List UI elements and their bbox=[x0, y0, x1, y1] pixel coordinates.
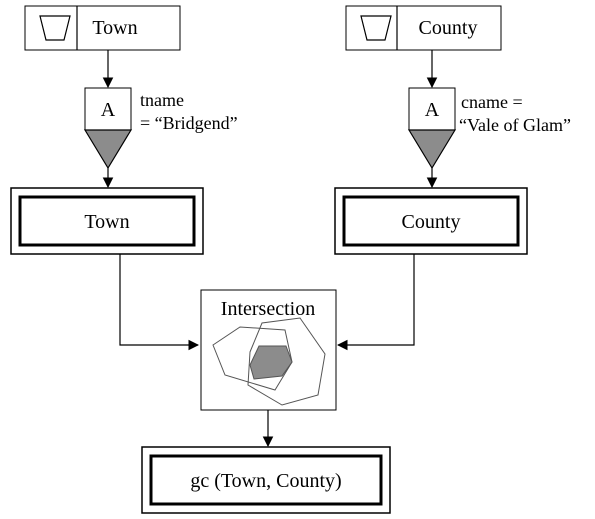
source-county-label: County bbox=[419, 17, 478, 39]
intersection-operator: Intersection bbox=[200, 289, 337, 411]
result-final: gc (Town, County) bbox=[141, 446, 391, 514]
result-county: County bbox=[334, 187, 528, 255]
result-town: Town bbox=[10, 187, 204, 255]
select-condition-town-line1: tname bbox=[140, 90, 184, 110]
select-condition-county-line2: “Vale of Glam” bbox=[459, 115, 571, 135]
select-condition-county-line1: cname = bbox=[461, 92, 523, 112]
intersection-label: Intersection bbox=[221, 298, 315, 320]
select-operator-town: A tname = “Bridgend” bbox=[83, 87, 238, 170]
select-condition-town-line2: = “Bridgend” bbox=[140, 113, 238, 133]
result-county-label: County bbox=[402, 211, 461, 233]
polygon-intersection-icon bbox=[212, 317, 326, 406]
select-funnel-icon bbox=[83, 129, 133, 170]
table-source-icon bbox=[360, 15, 392, 41]
select-operator-county-symbol: A bbox=[425, 99, 440, 121]
result-town-label: Town bbox=[84, 211, 129, 233]
arrow-county-to-intersection bbox=[336, 254, 415, 351]
select-operator-town-symbol: A bbox=[101, 99, 116, 121]
select-operator-county: A cname = “Vale of Glam” bbox=[407, 87, 571, 170]
source-town: Town bbox=[24, 5, 181, 51]
select-funnel-icon bbox=[407, 129, 457, 170]
table-source-icon bbox=[39, 15, 71, 41]
result-final-label: gc (Town, County) bbox=[190, 470, 341, 492]
source-county: County bbox=[345, 5, 502, 51]
source-town-label: Town bbox=[92, 17, 137, 39]
arrow-town-to-intersection bbox=[119, 254, 200, 351]
